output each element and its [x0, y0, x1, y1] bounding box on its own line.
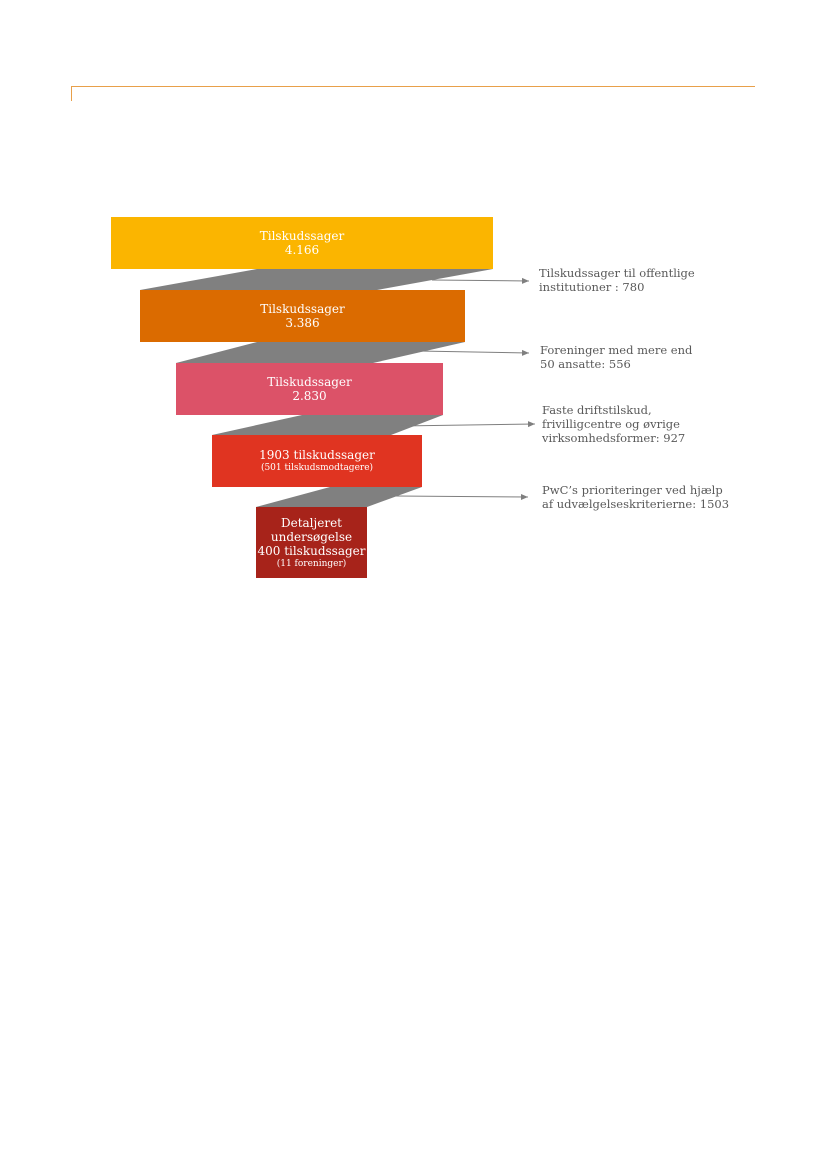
annotation-4-line2: af udvælgelseskriterierne: 1503 [542, 497, 730, 511]
funnel-level-3: Tilskudssager 2.830 [176, 363, 443, 415]
annotation-2: Foreninger med mere end 50 ansatte: 556 [540, 343, 692, 371]
funnel-level-5-line1: Detaljeret [280, 515, 343, 530]
funnel-level-1: Tilskudssager 4.166 [111, 217, 493, 269]
header-rule-tick [71, 86, 72, 101]
funnel-connector-4 [256, 487, 422, 507]
funnel-level-4: 1903 tilskudssager (501 tilskudsmodtager… [212, 435, 422, 487]
annotation-2-line1: Foreninger med mere end [540, 343, 693, 357]
funnel-connector-1 [140, 269, 493, 290]
funnel-level-5-line3: 400 tilskudssager [257, 543, 366, 558]
funnel-level-5: Detaljeret undersøgelse 400 tilskudssage… [256, 507, 367, 578]
annotation-3-line1: Faste driftstilskud, [542, 403, 652, 417]
header-rule [71, 86, 755, 87]
annotation-arrow-3 [399, 421, 536, 428]
annotation-2-line2: 50 ansatte: 556 [540, 357, 631, 371]
annotation-4-line1: PwC’s prioriteringer ved hjælp [542, 483, 723, 497]
funnel-level-2-title: Tilskudssager [260, 302, 345, 316]
annotation-3: Faste driftstilskud, frivilligcentre og … [542, 403, 685, 445]
funnel-level-4-title: 1903 tilskudssager [259, 448, 375, 462]
funnel-level-4-subtitle: (501 tilskudsmodtagere) [260, 463, 374, 473]
annotation-1-line1: Tilskudssager til offentlige [539, 266, 695, 280]
annotation-3-line2: frivilligcentre og øvrige [542, 417, 680, 431]
annotation-arrow-4 [394, 493, 529, 500]
funnel-level-5-line2: undersøgelse [270, 529, 353, 544]
annotation-arrow-1 [431, 277, 530, 284]
annotation-3-line3: virksomhedsformer: 927 [542, 431, 686, 445]
funnel-level-5-line4: (11 foreninger) [276, 558, 347, 569]
funnel-connector-2 [176, 342, 465, 363]
funnel-level-2: Tilskudssager 3.386 [140, 290, 465, 342]
funnel-level-3-title: Tilskudssager [267, 375, 352, 389]
funnel-level-1-value: 4.166 [284, 243, 320, 257]
funnel-level-2-value: 3.386 [285, 316, 320, 330]
funnel-connector-3 [212, 415, 443, 435]
annotation-4: PwC’s prioriteringer ved hjælp af udvælg… [542, 483, 729, 511]
funnel-level-1-title: Tilskudssager [259, 229, 345, 243]
funnel-level-3-value: 2.830 [292, 389, 327, 403]
annotation-arrow-2 [417, 349, 530, 356]
annotation-1-line2: institutioner : 780 [539, 280, 645, 294]
annotation-1: Tilskudssager til offentlige institution… [539, 266, 695, 294]
